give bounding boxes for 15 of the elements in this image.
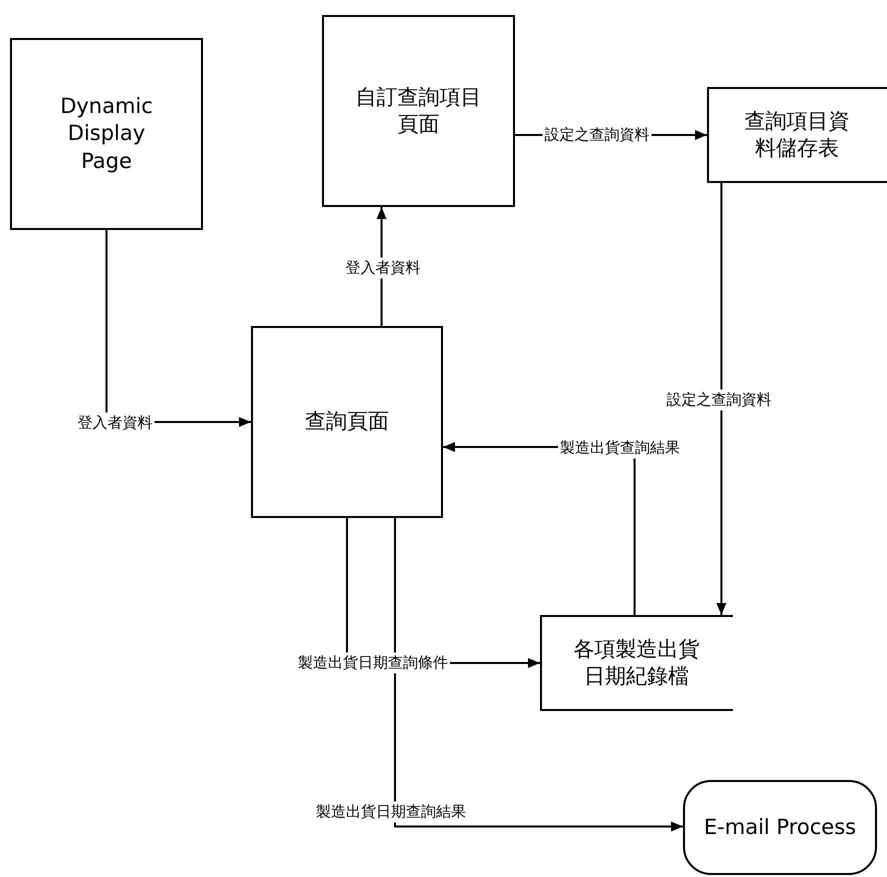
edge-label: 登入者資料 [344, 258, 422, 278]
edge-label: 登入者資料 [76, 412, 154, 434]
edge-label: 設定之查詢資料 [542, 124, 652, 146]
edge-label: 製造出貨日期查詢條件 [296, 652, 450, 674]
process-box: 自訂查詢項目頁面 [322, 15, 515, 207]
edge-label: 製造出貨查詢結果 [558, 438, 682, 458]
edge-label: 製造出貨日期查詢結果 [314, 802, 468, 822]
arrow [716, 183, 726, 615]
edge-label: 設定之查詢資料 [664, 390, 774, 410]
terminal-box: E-mail Process [683, 780, 877, 875]
process-box: Dynamic Display Page [10, 38, 203, 230]
process-box: 查詢頁面 [251, 326, 443, 518]
arrow [394, 518, 683, 832]
data-store-box: 查詢項目資料儲存表 [707, 87, 887, 183]
data-store-box: 各項製造出貨日期紀錄檔 [540, 615, 733, 711]
